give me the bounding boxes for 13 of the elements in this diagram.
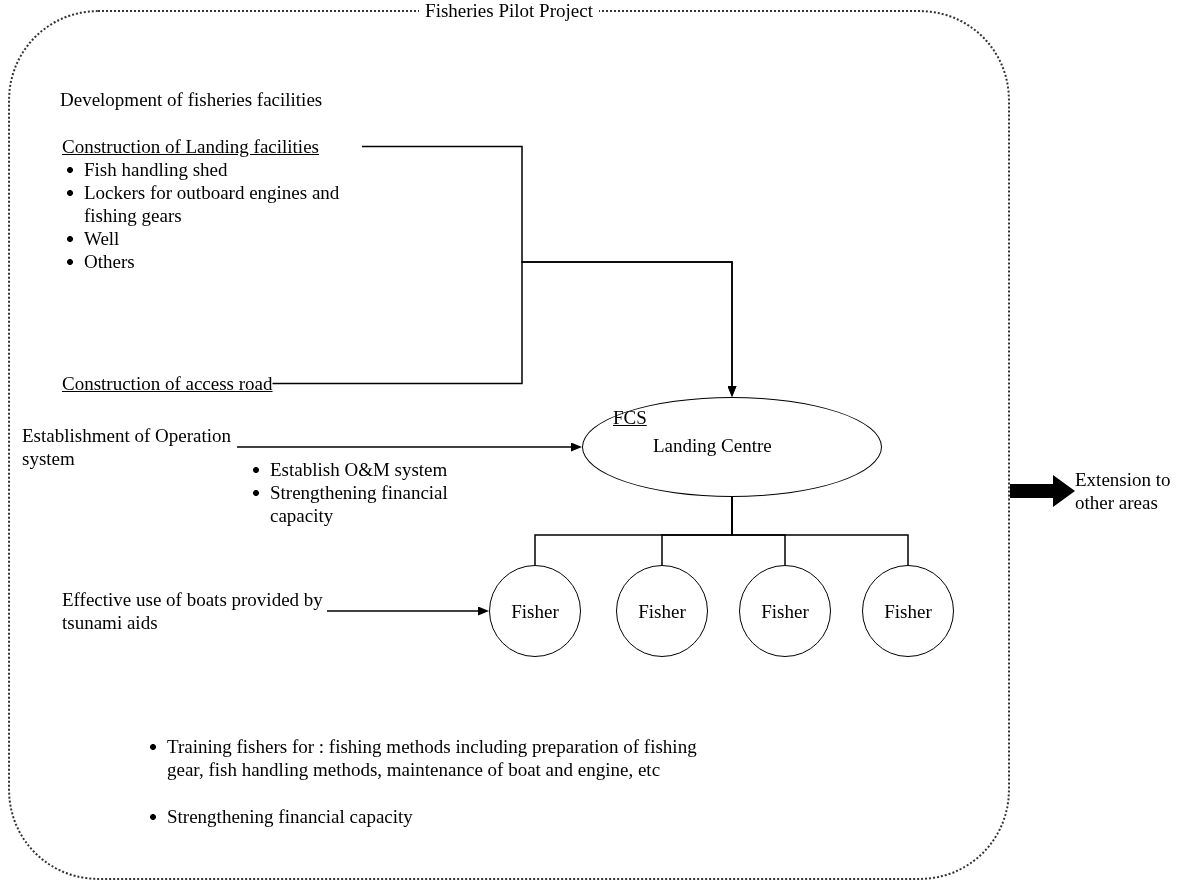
text-label: Establishment of Operation system xyxy=(22,424,237,470)
block-arrow xyxy=(1010,475,1075,507)
text-label: Effective use of boats provided by tsunami aids xyxy=(62,588,327,634)
section-heading: Construction of access road xyxy=(62,372,273,395)
arrow xyxy=(271,261,737,397)
connector-line xyxy=(731,496,909,566)
node-heading: FCS xyxy=(613,406,647,429)
section-heading: Construction of Landing facilities xyxy=(62,135,320,158)
arrow xyxy=(326,606,489,616)
text-label: Development of fisheries facilities xyxy=(60,88,324,111)
node-label: Landing Centre xyxy=(653,434,772,457)
arrow xyxy=(236,442,582,452)
text-label: Extension to other areas xyxy=(1075,468,1190,514)
